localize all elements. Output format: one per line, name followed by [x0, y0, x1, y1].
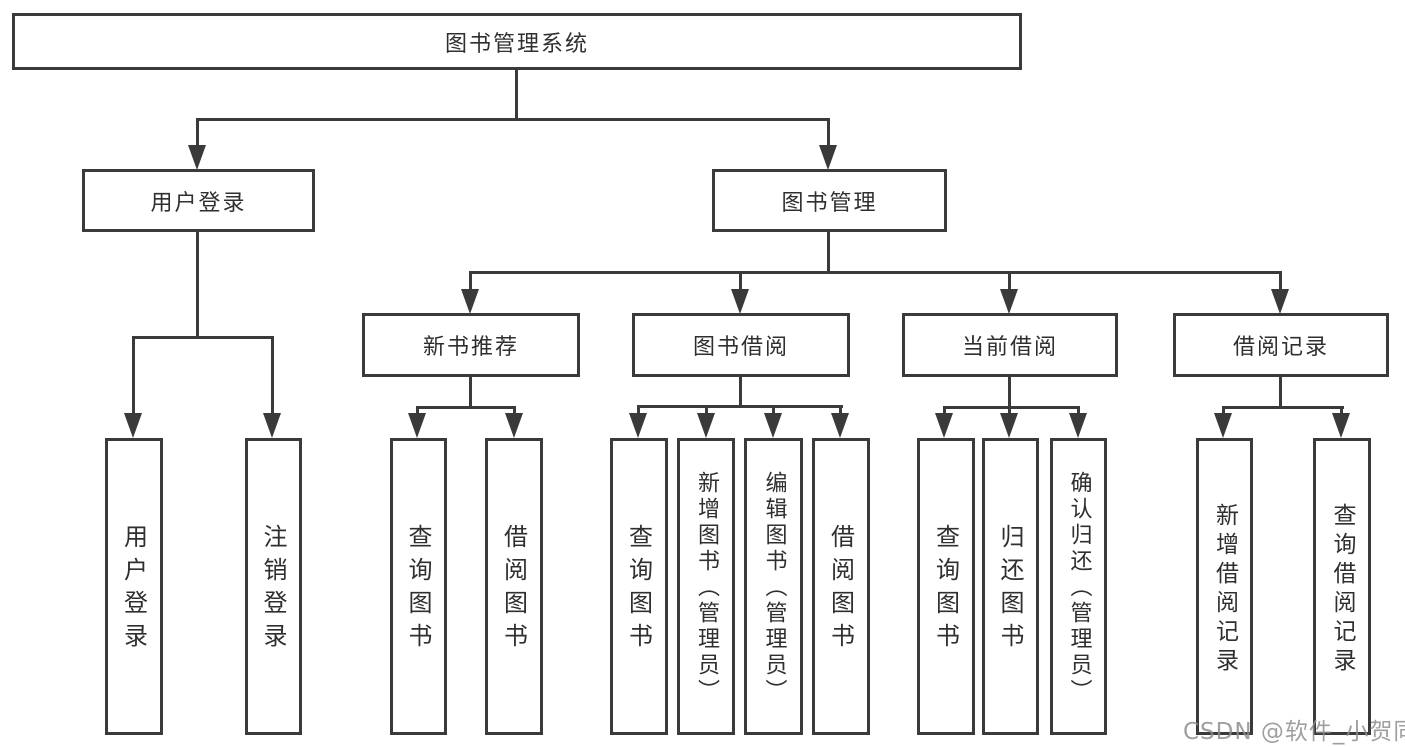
- arrow-down-icon: [1069, 413, 1087, 438]
- node-label: 借阅记录: [1232, 335, 1329, 360]
- connector-line: [637, 405, 843, 408]
- leaf-label: 新增图书（管理员）: [694, 470, 719, 705]
- connector-line: [827, 232, 830, 271]
- leaf-return-books: 归还图书: [982, 438, 1039, 735]
- leaf-label: 查询借阅记录: [1329, 502, 1355, 677]
- arrow-down-icon: [505, 413, 523, 438]
- arrow-down-icon: [1000, 413, 1018, 438]
- arrow-down-icon: [764, 413, 782, 438]
- connector-line: [739, 377, 742, 405]
- leaf-label: 查询图书: [404, 523, 432, 656]
- connector-line: [515, 70, 518, 120]
- leaf-confirm-return-admin: 确认归还（管理员）: [1050, 438, 1107, 735]
- leaf-label: 借阅图书: [499, 523, 528, 656]
- arrow-down-icon: [263, 413, 281, 438]
- arrow-down-icon: [697, 413, 715, 438]
- leaf-label: 确认归还（管理员）: [1066, 470, 1092, 705]
- node-library-management-system: 图书管理系统: [12, 13, 1022, 70]
- arrow-down-icon: [731, 289, 749, 314]
- arrow-down-icon: [408, 413, 426, 438]
- leaf-label: 新增借阅记录: [1211, 502, 1238, 677]
- csdn-watermark: CSDN @软件_小贺同学: [1183, 719, 1405, 745]
- connector-line: [1008, 274, 1011, 291]
- node-label: 图书管理: [781, 190, 878, 216]
- connector-line: [1008, 409, 1011, 416]
- connector-line: [827, 121, 830, 147]
- connector-line: [1222, 406, 1344, 409]
- leaf-label: 编辑图书（管理员）: [761, 470, 787, 705]
- leaf-user-login: 用户登录: [105, 438, 163, 735]
- connector-line: [1279, 377, 1282, 406]
- arrow-down-icon: [1271, 289, 1289, 314]
- arrow-down-icon: [935, 413, 953, 438]
- connector-line: [705, 408, 708, 416]
- connector-line: [469, 377, 472, 406]
- connector-line: [196, 121, 199, 147]
- connector-line: [271, 339, 274, 414]
- connector-line: [1340, 409, 1343, 416]
- leaf-logout: 注销登录: [245, 438, 302, 735]
- connector-line: [637, 408, 640, 416]
- node-new-book-recommend: 新书推荐: [362, 313, 580, 377]
- connector-line: [196, 118, 830, 121]
- connector-line: [132, 336, 274, 339]
- node-label: 图书管理系统: [444, 31, 589, 57]
- arrow-down-icon: [629, 413, 647, 438]
- leaf-borrow-books: 借阅图书: [485, 438, 543, 735]
- leaf-add-borrow-record: 新增借阅记录: [1196, 438, 1253, 735]
- connector-line: [1222, 409, 1225, 416]
- arrow-down-icon: [188, 145, 206, 170]
- arrow-down-icon: [831, 413, 849, 438]
- connector-line: [469, 271, 1282, 274]
- connector-line: [1279, 274, 1282, 291]
- leaf-label: 查询图书: [624, 523, 653, 656]
- connector-line: [513, 409, 516, 416]
- node-book-borrowing: 图书借阅: [632, 313, 850, 377]
- leaf-query-borrow-record: 查询借阅记录: [1313, 438, 1371, 735]
- leaf-edit-books-admin: 编辑图书（管理员）: [744, 438, 803, 735]
- leaf-query-books: 查询图书: [917, 438, 975, 735]
- connector-line: [943, 409, 946, 416]
- connector-line: [132, 339, 135, 414]
- arrow-down-icon: [124, 413, 142, 438]
- connector-line: [1008, 377, 1011, 406]
- leaf-label: 查询图书: [931, 523, 960, 656]
- connector-line: [416, 406, 516, 409]
- connector-line: [839, 408, 842, 416]
- leaf-label: 归还图书: [996, 523, 1024, 656]
- node-label: 用户登录: [150, 190, 247, 216]
- connector-line: [416, 409, 419, 416]
- connector-line: [772, 408, 775, 416]
- arrow-down-icon: [1000, 289, 1018, 314]
- leaf-query-books: 查询图书: [390, 438, 447, 735]
- arrow-down-icon: [1214, 413, 1232, 438]
- node-label: 图书借阅: [692, 335, 789, 360]
- leaf-label: 用户登录: [119, 523, 148, 656]
- node-label: 新书推荐: [422, 335, 519, 360]
- arrow-down-icon: [461, 289, 479, 314]
- connector-line: [196, 232, 199, 336]
- connector-line: [469, 274, 472, 291]
- arrow-down-icon: [1332, 413, 1350, 438]
- node-user-login: 用户登录: [82, 169, 315, 232]
- leaf-add-books-admin: 新增图书（管理员）: [677, 438, 735, 735]
- arrow-down-icon: [819, 145, 837, 170]
- leaf-borrow-books: 借阅图书: [812, 438, 870, 735]
- connector-line: [943, 406, 1080, 409]
- connector-line: [1077, 409, 1080, 416]
- node-label: 当前借阅: [961, 335, 1058, 360]
- connector-line: [739, 274, 742, 291]
- leaf-label: 借阅图书: [826, 523, 855, 656]
- node-book-management: 图书管理: [712, 169, 947, 232]
- leaf-label: 注销登录: [259, 523, 287, 656]
- node-current-borrowing: 当前借阅: [902, 313, 1118, 377]
- leaf-query-books: 查询图书: [610, 438, 668, 735]
- node-borrowing-records: 借阅记录: [1173, 313, 1389, 377]
